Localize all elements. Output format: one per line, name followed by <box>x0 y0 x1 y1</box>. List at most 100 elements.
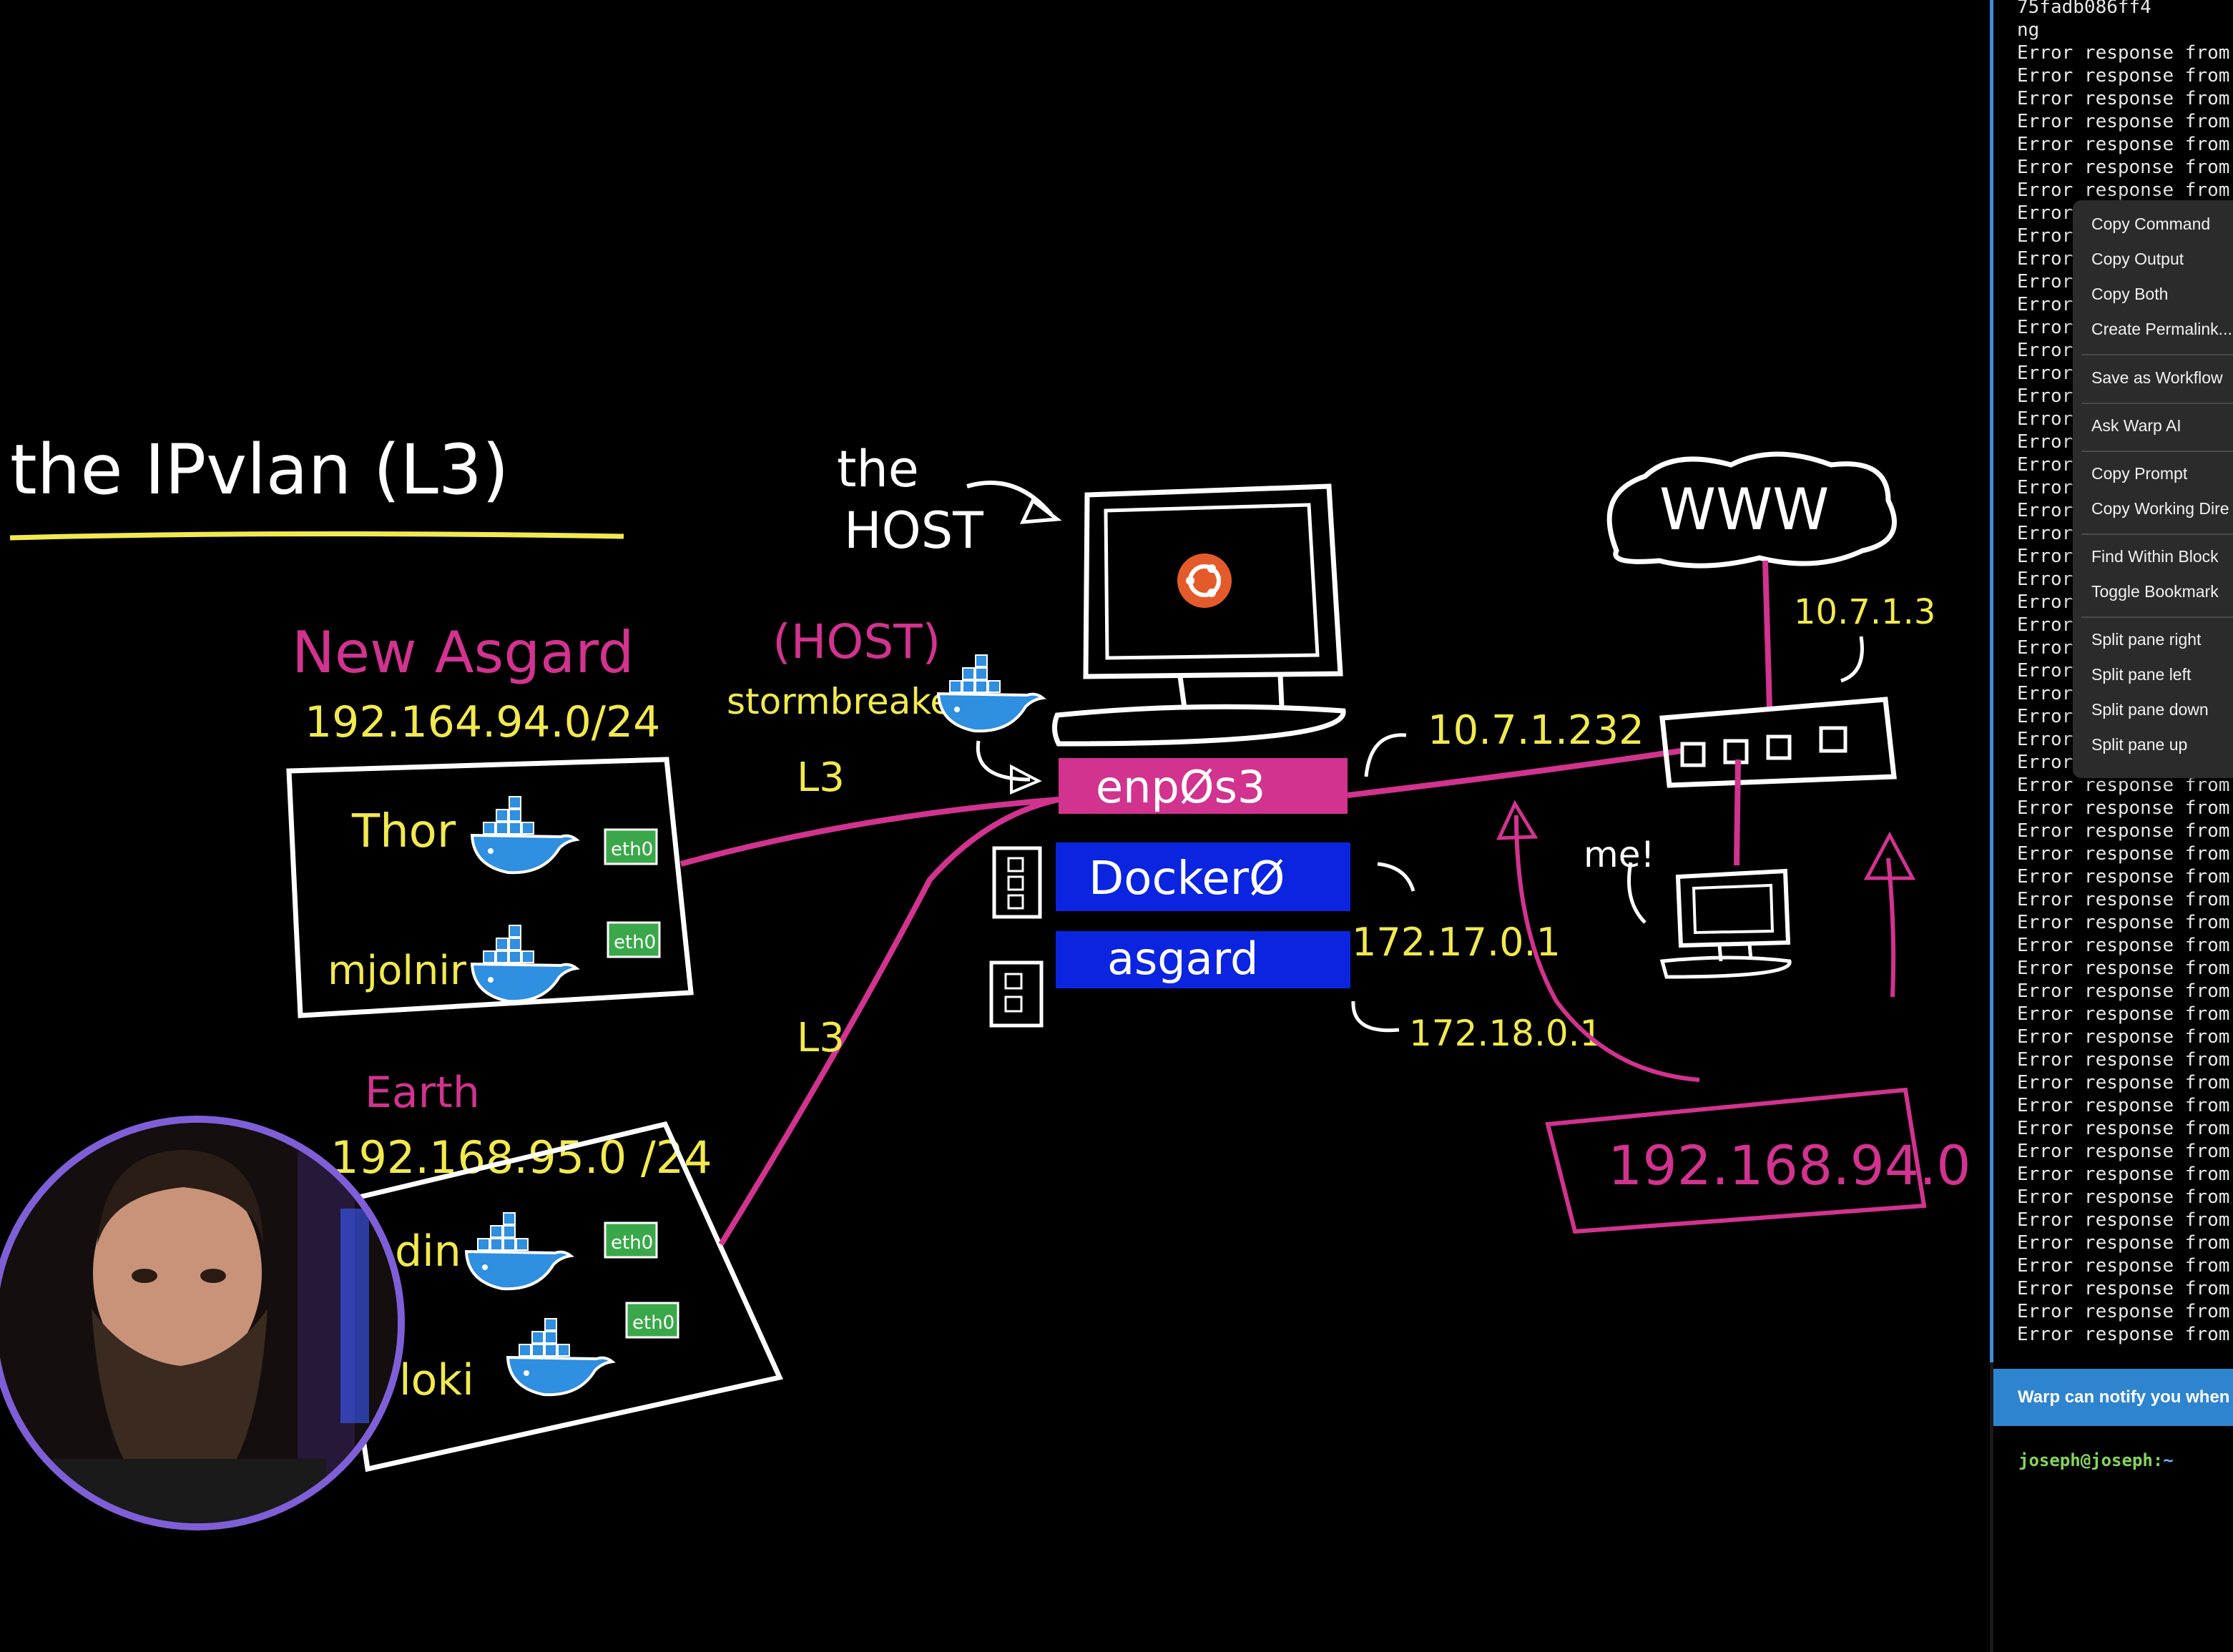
menu-item-copy-command[interactable]: Copy Command <box>2091 215 2211 233</box>
uplink-line <box>1347 748 1682 798</box>
terminal-output-line: Error <box>2017 614 2074 636</box>
terminal-output-line: Error response from <box>2017 1049 2230 1071</box>
route-arrowhead-right <box>1863 831 1916 880</box>
route-arrow-left <box>1514 815 1700 1082</box>
container-din-label: din <box>395 1226 461 1277</box>
host-name: stormbreaker <box>727 681 967 722</box>
terminal-output-line: Error <box>2017 271 2074 292</box>
notification-banner[interactable]: Warp can notify you when <box>1993 1369 2233 1426</box>
terminal-output-line: Error response from <box>2017 1072 2230 1093</box>
internet-label: WWW <box>1659 476 1829 543</box>
terminal-output-line: ng <box>2017 19 2040 41</box>
earth-label: Earth <box>365 1068 480 1118</box>
interface-docker0-label: DockerØ <box>1089 852 1285 905</box>
terminal-output-line: Error <box>2017 317 2074 338</box>
container-thor-label: Thor <box>351 805 456 858</box>
menu-item-split-pane-left[interactable]: Split pane left <box>2091 665 2192 684</box>
new-asgard-subnet: 192.164.94.0/24 <box>305 697 660 747</box>
terminal-output-line: Error <box>2017 523 2074 544</box>
network-diagram: the IPvlan (L3) New Asgard 192.164.94.0/… <box>9 430 1971 1472</box>
host-label-line2: HOST <box>844 501 983 560</box>
me-arrow <box>1627 862 1646 924</box>
menu-item-find-within-block[interactable]: Find Within Block <box>2091 547 2219 566</box>
menu-separator <box>2081 451 2233 452</box>
terminal-output-line: Error <box>2017 248 2074 270</box>
terminal-output-line: Error <box>2017 637 2074 659</box>
switch-icon <box>992 846 1042 919</box>
interface-enp0s3-bar <box>1059 758 1348 814</box>
me-link <box>1734 759 1741 866</box>
terminal-output-line: Error response from <box>2017 134 2230 155</box>
menu-separator <box>2081 534 2233 535</box>
interface-asgard-bar <box>1056 931 1350 988</box>
container-mjolnir-label: mjolnir <box>328 948 467 994</box>
terminal-output-line: Error response from <box>2017 912 2230 933</box>
terminal-output-line: Error response from <box>2017 935 2230 956</box>
switch-icon <box>989 960 1044 1028</box>
menu-item-save-as-workflow[interactable]: Save as Workflow <box>2091 368 2223 387</box>
stormbreaker-arrowhead <box>1010 764 1042 795</box>
ubuntu-logo-icon <box>1177 554 1232 608</box>
terminal-output-line: Error response from <box>2017 820 2230 842</box>
ip-docker-arrow <box>1377 862 1415 892</box>
computer-monitor-icon <box>1659 868 1792 979</box>
interface-docker0-bar <box>1056 842 1350 911</box>
terminal-output-line: Error <box>2017 294 2074 315</box>
stormbreaker-arrow <box>976 740 1031 782</box>
terminal-output-line: Error <box>2017 706 2074 727</box>
l3-label-top: L3 <box>797 754 845 801</box>
eth0-label: eth0 <box>632 1312 674 1334</box>
terminal-output-line: Error response from <box>2017 1278 2230 1299</box>
terminal-output-line: Error response from <box>2017 42 2230 64</box>
terminal-output-line: Error response from <box>2017 1232 2230 1254</box>
terminal-output-line: Error <box>2017 431 2074 453</box>
terminal-output-line: Error <box>2017 477 2074 498</box>
presenter-avatar <box>0 1123 398 1523</box>
eth0-label: eth0 <box>611 1232 653 1254</box>
docker-whale-icon <box>465 1211 572 1291</box>
terminal-prompt[interactable]: joseph@joseph:~ <box>2018 1450 2174 1470</box>
menu-item-ask-warp-ai[interactable]: Ask Warp AI <box>2091 416 2182 435</box>
lan-subnet-box <box>1545 1087 1927 1234</box>
lan-subnet-label: 192.168.94.0 <box>1608 1134 1971 1197</box>
title-underline <box>9 531 624 541</box>
new-asgard-label: New Asgard <box>292 619 634 686</box>
context-menu[interactable]: Copy Command Copy Output Copy Both Creat… <box>2073 200 2233 778</box>
menu-item-copy-prompt[interactable]: Copy Prompt <box>2091 464 2188 483</box>
menu-item-split-pane-right[interactable]: Split pane right <box>2091 630 2202 649</box>
interface-asgard-label: asgard <box>1107 933 1258 985</box>
menu-item-toggle-bookmark[interactable]: Toggle Bookmark <box>2091 582 2219 601</box>
ip-docker0: 172.17.0.1 <box>1352 920 1561 965</box>
ip-asgard-arrow <box>1351 1000 1400 1033</box>
ip-enp-arrow <box>1364 733 1407 777</box>
terminal-output-line: Error <box>2017 385 2074 407</box>
terminal-output-line: Error response from <box>2017 65 2230 87</box>
menu-separator <box>2081 354 2233 355</box>
terminal-output-line: Error response from <box>2017 1164 2230 1185</box>
terminal-output-line: Error response from <box>2017 1026 2230 1048</box>
terminal-output-line: Error response from <box>2017 1324 2230 1345</box>
terminal-output-line: Error response from <box>2017 88 2230 109</box>
menu-item-create-permalink[interactable]: Create Permalink... <box>2091 320 2232 338</box>
l3-label-bottom: L3 <box>797 1015 845 1061</box>
terminal-output-line: Error <box>2017 546 2074 567</box>
terminal-output-line: Error <box>2017 752 2074 773</box>
menu-item-copy-output[interactable]: Copy Output <box>2091 250 2184 268</box>
docker-whale-icon <box>937 654 1044 733</box>
menu-item-split-pane-down[interactable]: Split pane down <box>2091 700 2209 719</box>
eth0-label: eth0 <box>614 932 656 953</box>
prompt-path: ~ <box>2163 1450 2174 1470</box>
terminal-output-line: Error <box>2017 500 2074 521</box>
router-ip: 10.7.1.3 <box>1794 592 1935 632</box>
host-label-line1: the <box>837 440 919 498</box>
host-tag: (HOST) <box>772 614 941 669</box>
menu-item-copy-both[interactable]: Copy Both <box>2091 285 2169 303</box>
prompt-user: joseph@joseph: <box>2018 1450 2164 1470</box>
pane-divider <box>1990 1362 1993 1652</box>
menu-item-copy-working-directory[interactable]: Copy Working Dire <box>2091 499 2229 518</box>
terminal-output-line: Error <box>2017 683 2074 704</box>
terminal-output-line: Error <box>2017 202 2074 224</box>
docker-whale-icon <box>471 795 578 875</box>
menu-item-split-pane-up[interactable]: Split pane up <box>2091 735 2188 754</box>
